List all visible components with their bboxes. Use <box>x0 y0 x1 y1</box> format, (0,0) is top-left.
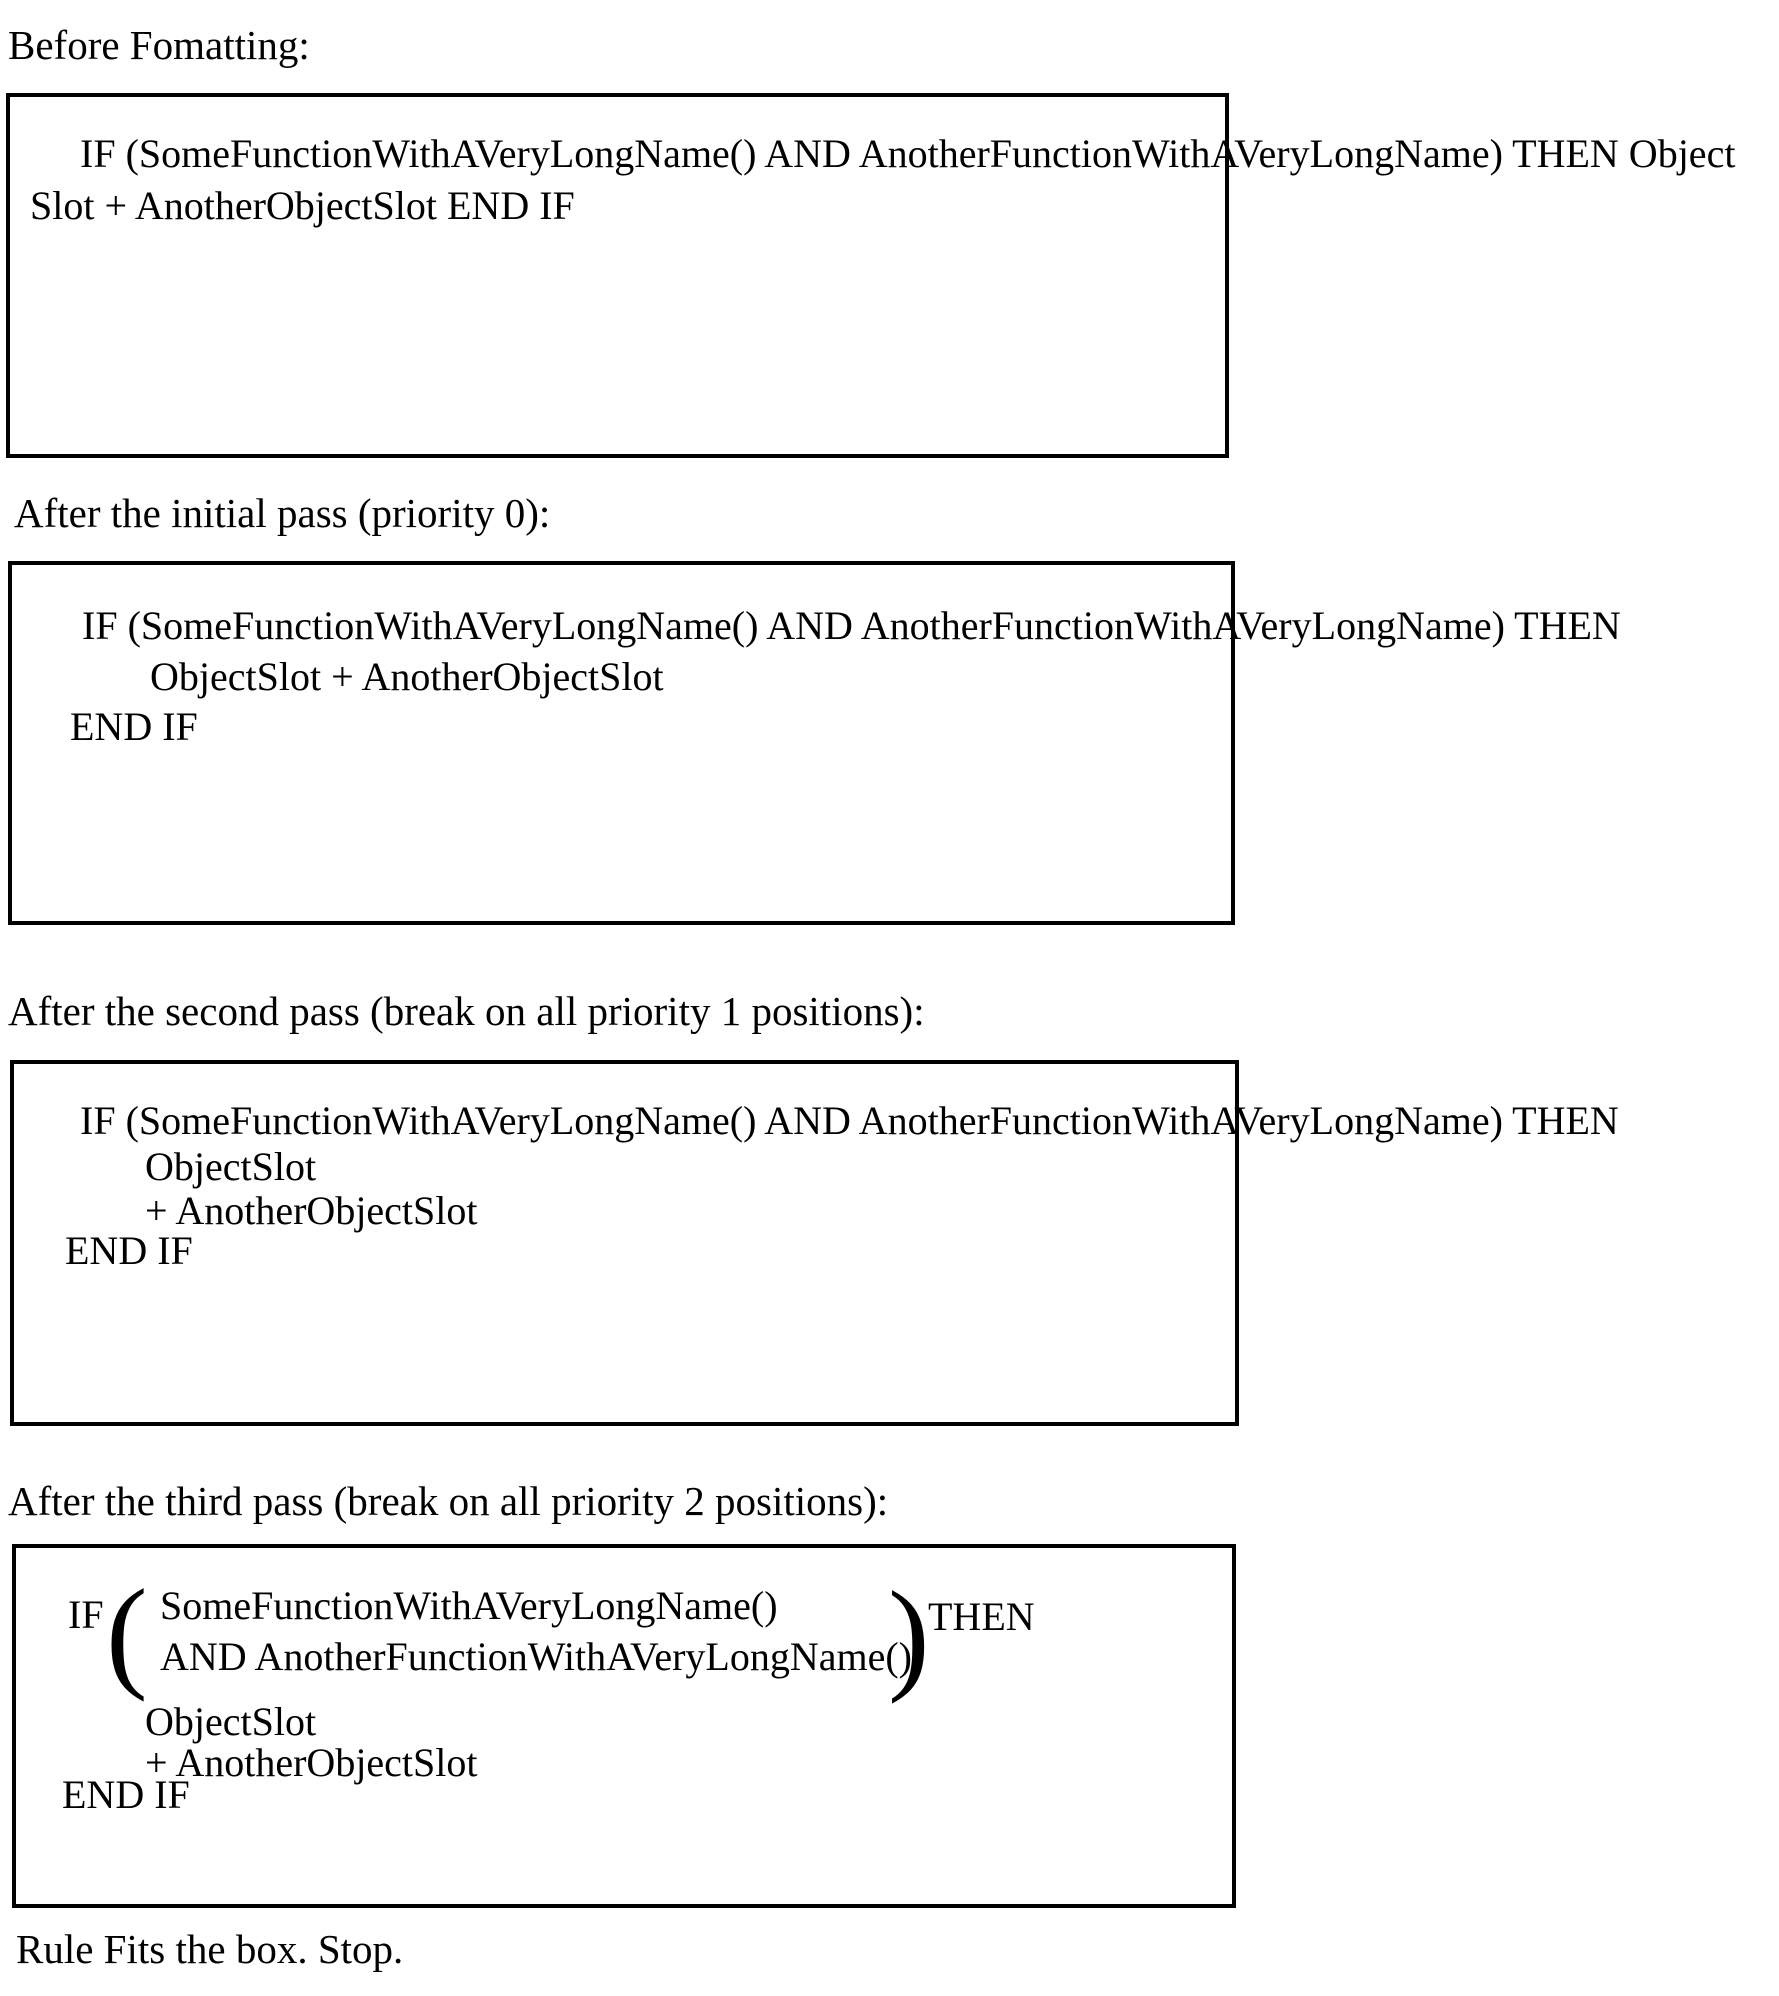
third-pass-body-line-2: + AnotherObjectSlot <box>145 1740 478 1785</box>
big-open-paren: ( <box>106 1565 148 1703</box>
third-pass-body-line-1: ObjectSlot <box>145 1699 317 1744</box>
before-formatting-box <box>6 93 1229 458</box>
before-code-line-2: Slot + AnotherObjectSlot END IF <box>30 183 575 228</box>
big-close-paren: ) <box>888 1567 930 1705</box>
second-pass-box <box>10 1060 1239 1426</box>
third-pass-if-keyword: IF <box>68 1592 104 1637</box>
initial-pass-code-line-3: END IF <box>70 704 198 749</box>
third-pass-box <box>12 1544 1236 1908</box>
second-pass-code-line-2: ObjectSlot <box>145 1144 317 1189</box>
initial-pass-code-line-2: ObjectSlot + AnotherObjectSlot <box>150 654 664 699</box>
initial-pass-code-line-1: IF (SomeFunctionWithAVeryLongName() AND … <box>82 603 1621 648</box>
third-pass-label: After the third pass (break on all prior… <box>8 1478 889 1524</box>
rule-fits-note: Rule Fits the box. Stop. <box>16 1926 404 1972</box>
initial-pass-box <box>8 561 1235 925</box>
second-pass-code-line-3: + AnotherObjectSlot <box>145 1188 478 1233</box>
second-pass-label: After the second pass (break on all prio… <box>8 988 925 1034</box>
initial-pass-label: After the initial pass (priority 0): <box>14 490 551 536</box>
before-formatting-label: Before Fomatting: <box>8 22 310 68</box>
third-pass-end-keyword: END IF <box>62 1772 190 1817</box>
third-pass-condition-line-2: AND AnotherFunctionWithAVeryLongName() <box>160 1634 912 1679</box>
third-pass-then-keyword: THEN <box>928 1594 1035 1639</box>
third-pass-condition-line-1: SomeFunctionWithAVeryLongName() <box>160 1583 778 1628</box>
second-pass-code-line-4: END IF <box>65 1228 193 1273</box>
before-code-line-1: IF (SomeFunctionWithAVeryLongName() AND … <box>80 131 1736 176</box>
second-pass-code-line-1: IF (SomeFunctionWithAVeryLongName() AND … <box>80 1098 1619 1143</box>
